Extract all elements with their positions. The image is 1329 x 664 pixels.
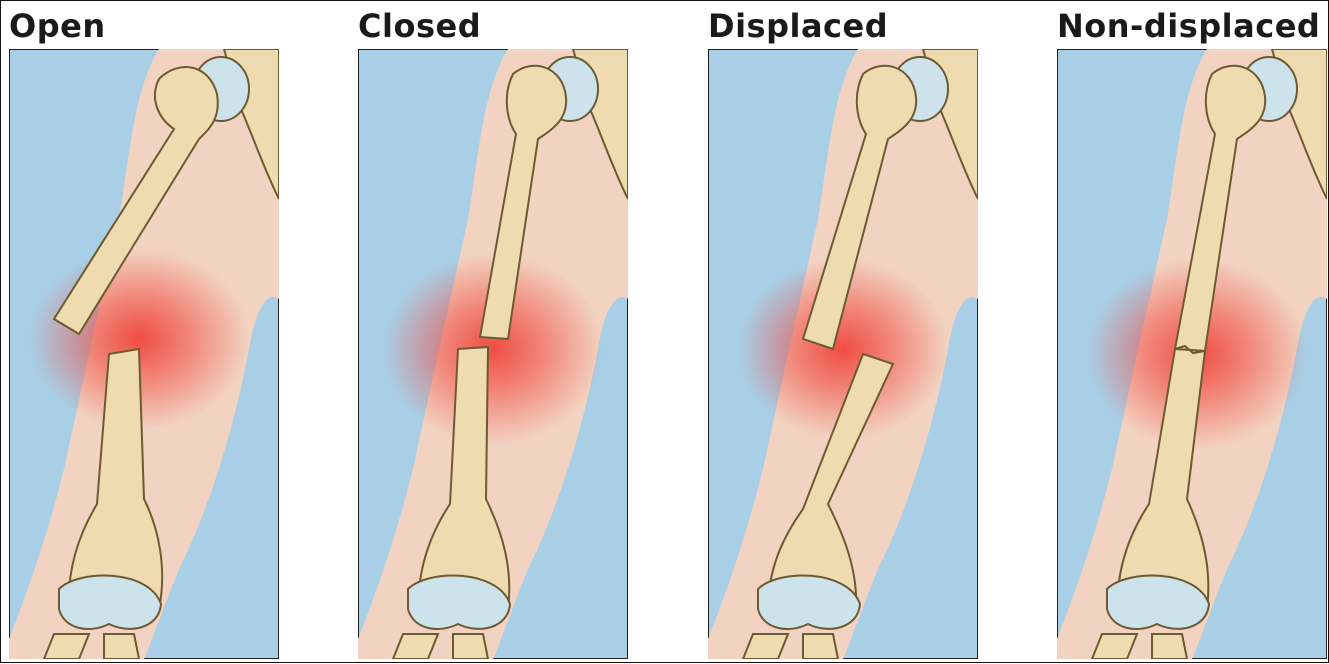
panel-title-closed: Closed — [358, 7, 481, 45]
panel-closed-fracture: Closed — [358, 1, 668, 664]
illustration-open-fracture — [9, 49, 279, 659]
panel-title-non-displaced: Non-displaced — [1057, 7, 1320, 45]
illustration-displaced-fracture — [708, 49, 978, 659]
illustration-non-displaced-fracture — [1057, 49, 1327, 659]
panel-title-open: Open — [9, 7, 106, 45]
panel-open-fracture: Open — [9, 1, 319, 664]
illustration-closed-fracture — [358, 49, 628, 659]
panel-title-displaced: Displaced — [708, 7, 888, 45]
panel-displaced-fracture: Displaced — [708, 1, 1018, 664]
panel-non-displaced-fracture: Non-displaced — [1057, 1, 1329, 664]
